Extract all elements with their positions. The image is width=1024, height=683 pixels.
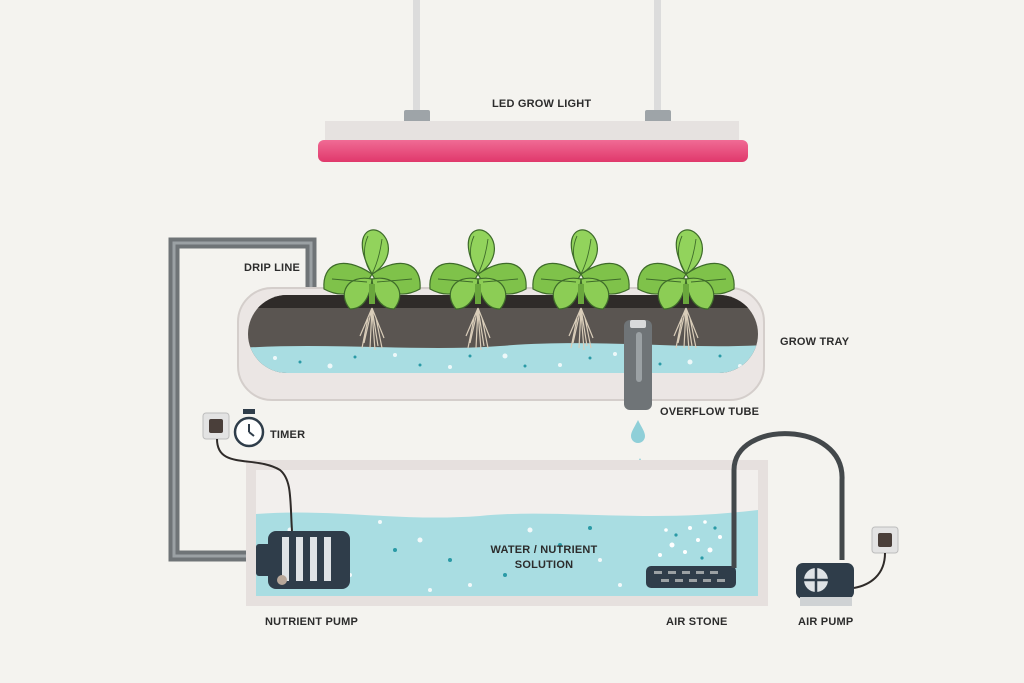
label-overflow-tube: OVERFLOW TUBE	[660, 406, 760, 418]
timer-cable	[216, 438, 293, 532]
air-line	[731, 431, 845, 568]
label-drip-line: DRIP LINE	[244, 262, 300, 274]
label-nutrient-pump: NUTRIENT PUMP	[265, 616, 359, 628]
label-air-stone: AIR STONE	[666, 616, 728, 628]
label-water-nutrient-line1: WATER / NUTRIENT	[490, 544, 598, 556]
air-pump	[796, 563, 854, 606]
air-stone	[646, 520, 736, 588]
power-outlet-icon	[202, 412, 230, 440]
label-led-grow-light: LED GROW LIGHT	[492, 98, 592, 110]
overflow-tube	[624, 320, 652, 410]
nutrient-pump	[256, 531, 350, 589]
label-water-nutrient-line2: SOLUTION	[514, 559, 574, 571]
label-air-pump: AIR PUMP	[798, 616, 854, 628]
air-pump-cable	[853, 552, 886, 589]
label-timer: TIMER	[270, 429, 306, 441]
timer-icon	[233, 409, 265, 448]
label-water-nutrient-solution: WATER / NUTRIENT SOLUTION	[486, 543, 602, 573]
label-grow-tray: GROW TRAY	[780, 336, 850, 348]
led-grow-light	[318, 0, 748, 162]
power-outlet-icon	[871, 526, 899, 554]
